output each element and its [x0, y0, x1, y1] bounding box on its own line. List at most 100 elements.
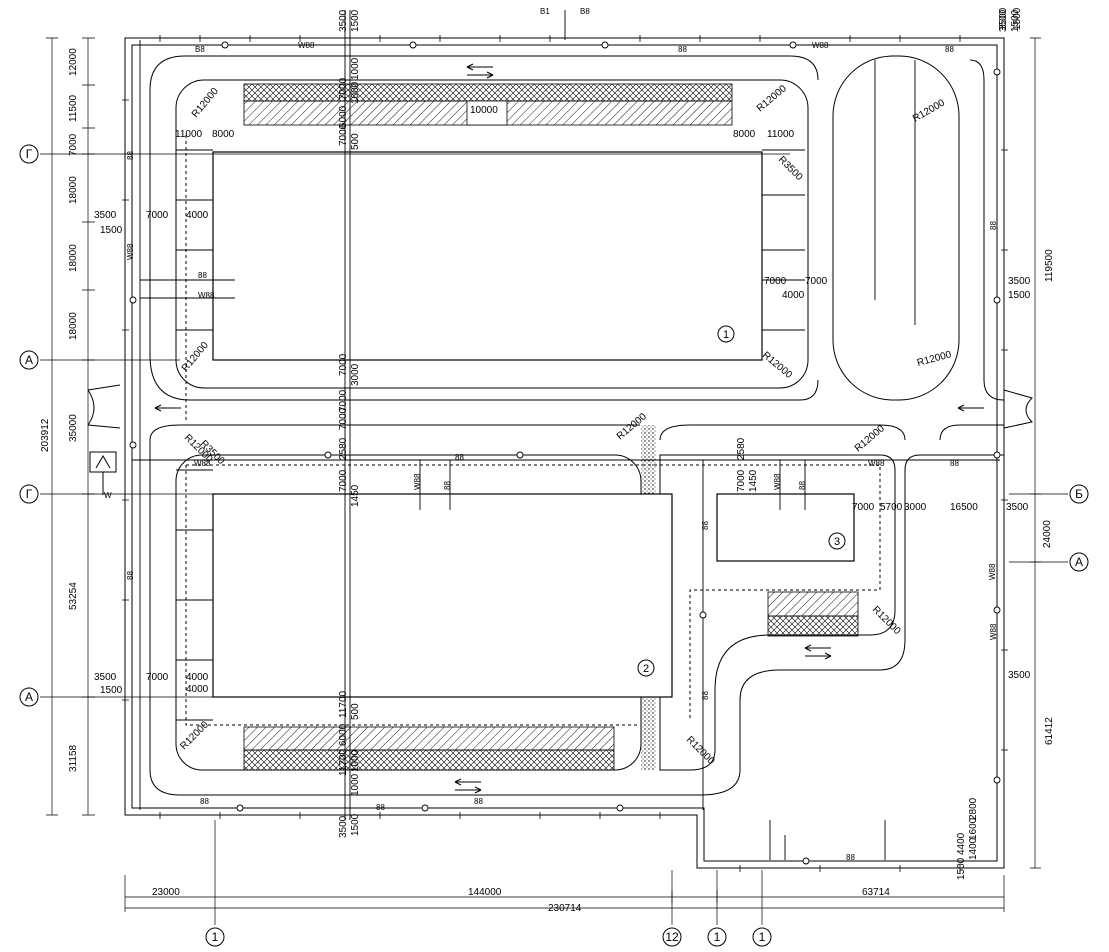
utility-label: 88: [126, 571, 135, 580]
utility-label: W88: [198, 291, 215, 300]
dim-right-3: 61412: [1044, 717, 1055, 745]
dimension-callout: 11000: [175, 129, 203, 140]
dimension-callout: 7000: [805, 276, 828, 287]
dimension-callout: 1500: [1008, 290, 1031, 301]
dimension-callout: R12000: [755, 83, 789, 114]
building-markers: [637, 325, 846, 677]
dimension-callout: 1500: [100, 685, 123, 696]
utility-label: 88: [701, 521, 710, 530]
site-fence: [124, 37, 1005, 869]
dimension-callout: 10000: [470, 105, 498, 116]
manholes: [129, 41, 1001, 865]
dimension-callout: 11700: [338, 690, 349, 718]
dimension-callout: 7000: [736, 469, 747, 492]
dimension-callout: 7000: [338, 353, 349, 376]
dimension-callout: 1500: [100, 225, 123, 236]
axis-label-right-2: А: [1075, 555, 1083, 569]
dimension-callout: 7000: [338, 469, 349, 492]
traffic-arrows: [154, 63, 984, 794]
utility-label: W88: [773, 473, 782, 490]
utility-label: В1: [540, 7, 550, 16]
dimension-callout: R3500: [776, 154, 805, 183]
dim-bottom-total: 230714: [548, 903, 582, 914]
axis-label-left-3: Г: [26, 487, 33, 501]
utility-lines: [132, 10, 1000, 860]
utility-label: W88: [989, 623, 998, 640]
axis-label-bottom-4: 1: [759, 930, 766, 944]
utility-label: 88: [846, 853, 855, 862]
dimension-callout: 7000: [146, 672, 169, 683]
utility-label: W88: [126, 243, 135, 260]
dimension-callout: 8000: [212, 129, 235, 140]
dimension-callout: R12000: [190, 86, 221, 120]
utility-label: 88: [455, 453, 464, 462]
axis-label-bottom-3: 1: [714, 930, 721, 944]
utility-label: W88: [298, 41, 315, 50]
dimension-callout: 7000: [338, 389, 349, 412]
dimension-callout: 3500: [1008, 670, 1031, 681]
dimension-callout: R12000: [178, 719, 211, 752]
buildings: [212, 151, 855, 698]
dimension-callout: 7000: [338, 407, 349, 430]
dimension-callout: 1450: [350, 484, 361, 507]
axis-label-left-1: Г: [26, 147, 33, 161]
dimension-callout: 4400: [956, 832, 967, 855]
dimension-callout: 3500: [94, 672, 117, 683]
dim-top: 1500: [1012, 7, 1023, 30]
dim-top: 1500: [350, 9, 361, 32]
dimension-callout: 3500: [1008, 276, 1031, 287]
utility-label: W88: [413, 473, 422, 490]
dimension-callout: 1500: [1010, 9, 1021, 32]
utility-label: 88: [443, 481, 452, 490]
dimension-callout: 500: [350, 703, 361, 720]
dim-left-row: 11500: [68, 94, 79, 122]
dim-left-row: 12000: [68, 48, 79, 76]
transformer-icon: [89, 451, 117, 495]
dim-left-row: 31158: [68, 744, 79, 772]
dimension-callout: 3000: [350, 363, 361, 386]
utility-label: W: [104, 491, 112, 500]
dimension-callout: 3000: [904, 502, 927, 513]
dimension-callout: 2580: [736, 437, 747, 460]
dimension-callout: 4000: [782, 290, 805, 301]
dimension-callout: R12000: [911, 97, 947, 124]
dim-left-total: 203912: [40, 418, 51, 452]
dimension-callout: 1000: [350, 773, 361, 796]
utility-label: W88: [812, 41, 829, 50]
dimension-callout: 7000: [338, 123, 349, 146]
dim-top: 3500: [998, 7, 1009, 30]
dim-left-row: 7000: [68, 133, 79, 156]
dimension-callout: 6000: [338, 723, 349, 746]
building-3-number: 3: [834, 536, 840, 548]
dimension-callout: 4000: [186, 672, 209, 683]
axis-label-bottom-2: 12: [665, 930, 679, 944]
dimension-callout: 7000: [852, 502, 875, 513]
utility-label: 88: [198, 271, 207, 280]
axis-label-right-1: Б: [1075, 487, 1083, 501]
dimension-callout: 1000: [350, 749, 361, 772]
building-2-number: 2: [643, 663, 649, 675]
utility-label: 88: [678, 45, 687, 54]
utility-label: 88: [989, 221, 998, 230]
utility-label: 88: [200, 797, 209, 806]
dim-right-1: 119500: [1044, 249, 1055, 282]
dimension-callout: 4000: [186, 210, 209, 221]
dimension-callout: 11700: [338, 748, 349, 776]
dim-left-row: 35000: [68, 414, 79, 442]
axis-bubbles: [19, 144, 1089, 947]
dimension-callout: 3500: [1006, 502, 1029, 513]
utility-label: 88: [945, 45, 954, 54]
utility-label: W88: [194, 459, 211, 468]
dim-bottom-1: 23000: [152, 887, 180, 898]
dimension-callout: 7000: [146, 210, 169, 221]
dimension-callout: R12000: [870, 604, 903, 637]
dimension-callout: 6000: [338, 105, 349, 128]
dimension-callout: 1000: [350, 81, 361, 104]
dimension-callout: R12000: [853, 423, 887, 454]
dimension-callout: 11000: [767, 129, 795, 140]
dimension-callout: 5700: [880, 502, 903, 513]
dimension-callout: 1400: [968, 837, 979, 860]
